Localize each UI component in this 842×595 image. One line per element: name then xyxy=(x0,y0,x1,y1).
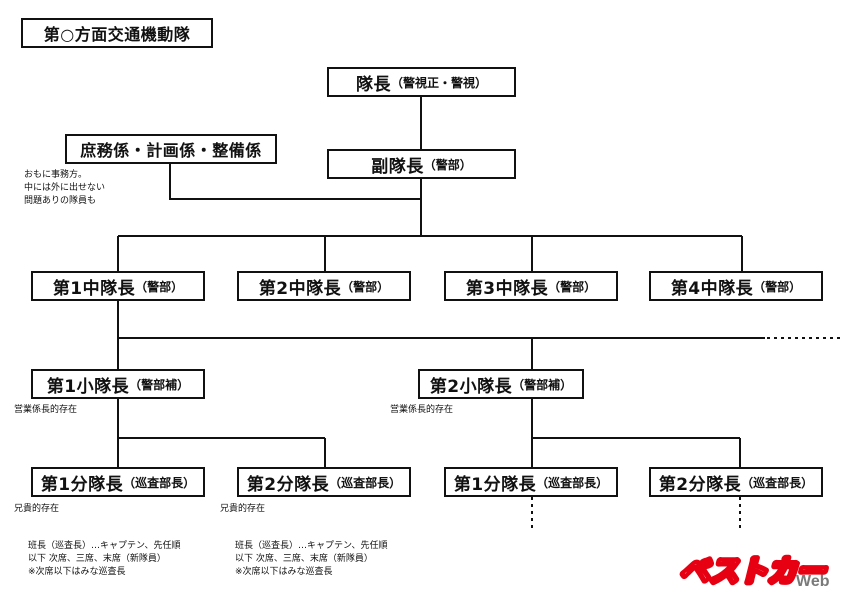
mid-chief-rank: （警部） xyxy=(341,279,390,294)
small-chief-2-note: 営業係長的存在 xyxy=(390,405,454,415)
small-chief-2-box: 第2小隊長（警部補） xyxy=(418,369,584,399)
squad-chief-rank: （巡査部長） xyxy=(536,475,609,490)
squad-chief-3-box: 第1分隊長（巡査部長） xyxy=(444,467,618,497)
squad-members-note-line: 以下 次席、三席、末席（新隊員） xyxy=(28,554,166,564)
small-chief-1-note: 営業係長的存在 xyxy=(14,405,78,415)
mid-chief-2-box: 第2中隊長（警部） xyxy=(237,271,411,301)
chief-box: 隊長（警視正・警視） xyxy=(327,67,516,97)
squad-chief-4-box: 第2分隊長（巡査部長） xyxy=(649,467,823,497)
chart-title-box: 第○方面交通機動隊 xyxy=(21,18,213,48)
logo-text: ベストカー xyxy=(678,554,832,587)
squad-members-note-1: 班長（巡査長）…キャプテン、先任順 以下 次席、三席、末席（新隊員） ※次席以下… xyxy=(28,540,180,579)
small-chief-title: 第1小隊長 xyxy=(46,376,130,397)
squad-members-note-line: 班長（巡査長）…キャプテン、先任順 xyxy=(28,541,181,551)
general-affairs-note-line: 問題ありの隊員も xyxy=(24,196,97,206)
squad-members-note-line: ※次席以下はみな巡査長 xyxy=(28,567,126,577)
mid-chief-rank: （警部） xyxy=(135,279,184,294)
squad-chief-title: 第1分隊長 xyxy=(453,474,537,495)
mid-chief-title: 第4中隊長 xyxy=(670,278,754,299)
mid-chief-rank: （警部） xyxy=(753,279,802,294)
squad-members-note-line: ※次席以下はみな巡査長 xyxy=(235,567,333,577)
small-chief-title: 第2小隊長 xyxy=(429,376,513,397)
squad-chief-rank: （巡査部長） xyxy=(741,475,814,490)
squad-chief-title: 第2分隊長 xyxy=(246,474,330,495)
small-chief-rank: （警部補） xyxy=(512,377,573,392)
squad-chief-rank: （巡査部長） xyxy=(329,475,402,490)
squad-chief-2-note: 兄貴的存在 xyxy=(220,504,266,514)
squad-chief-title: 第1分隊長 xyxy=(40,474,124,495)
vice-chief-title: 副隊長 xyxy=(371,156,424,177)
squad-chief-1-box: 第1分隊長（巡査部長） xyxy=(31,467,205,497)
squad-members-note-line: 班長（巡査長）…キャプテン、先任順 xyxy=(235,541,388,551)
mid-chief-1-box: 第1中隊長（警部） xyxy=(31,271,205,301)
mid-chief-title: 第2中隊長 xyxy=(258,278,342,299)
mid-chief-title: 第3中隊長 xyxy=(465,278,549,299)
vice-chief-rank: （警部） xyxy=(423,157,472,172)
bestcar-web-logo: ベストカー ベストカー Web xyxy=(668,548,836,594)
chart-title: 第○方面交通機動隊 xyxy=(43,25,191,44)
general-affairs-note: おもに事務方。 中には外に出せない 問題ありの隊員も xyxy=(24,169,105,208)
squad-chief-2-box: 第2分隊長（巡査部長） xyxy=(237,467,411,497)
general-affairs-title: 庶務係・計画係・整備係 xyxy=(80,141,262,160)
general-affairs-note-line: おもに事務方。 xyxy=(24,170,88,180)
mid-chief-4-box: 第4中隊長（警部） xyxy=(649,271,823,301)
small-chief-1-box: 第1小隊長（警部補） xyxy=(31,369,205,399)
logo-suffix: Web xyxy=(796,573,830,590)
squad-chief-1-note: 兄貴的存在 xyxy=(14,504,60,514)
general-affairs-box: 庶務係・計画係・整備係 xyxy=(65,134,277,164)
squad-chief-title: 第2分隊長 xyxy=(658,474,742,495)
squad-chief-rank: （巡査部長） xyxy=(123,475,196,490)
vice-chief-box: 副隊長（警部） xyxy=(327,149,516,179)
mid-chief-rank: （警部） xyxy=(548,279,597,294)
chief-rank: （警視正・警視） xyxy=(390,75,487,90)
general-affairs-note-line: 中には外に出せない xyxy=(24,183,106,193)
logo-text-outline: ベストカー xyxy=(678,554,832,587)
squad-members-note-line: 以下 次席、三席、末席（新隊員） xyxy=(235,554,373,564)
mid-chief-title: 第1中隊長 xyxy=(52,278,136,299)
chief-title: 隊長 xyxy=(355,74,391,95)
squad-members-note-2: 班長（巡査長）…キャプテン、先任順 以下 次席、三席、末席（新隊員） ※次席以下… xyxy=(235,540,387,579)
mid-chief-3-box: 第3中隊長（警部） xyxy=(444,271,618,301)
small-chief-rank: （警部補） xyxy=(129,377,190,392)
